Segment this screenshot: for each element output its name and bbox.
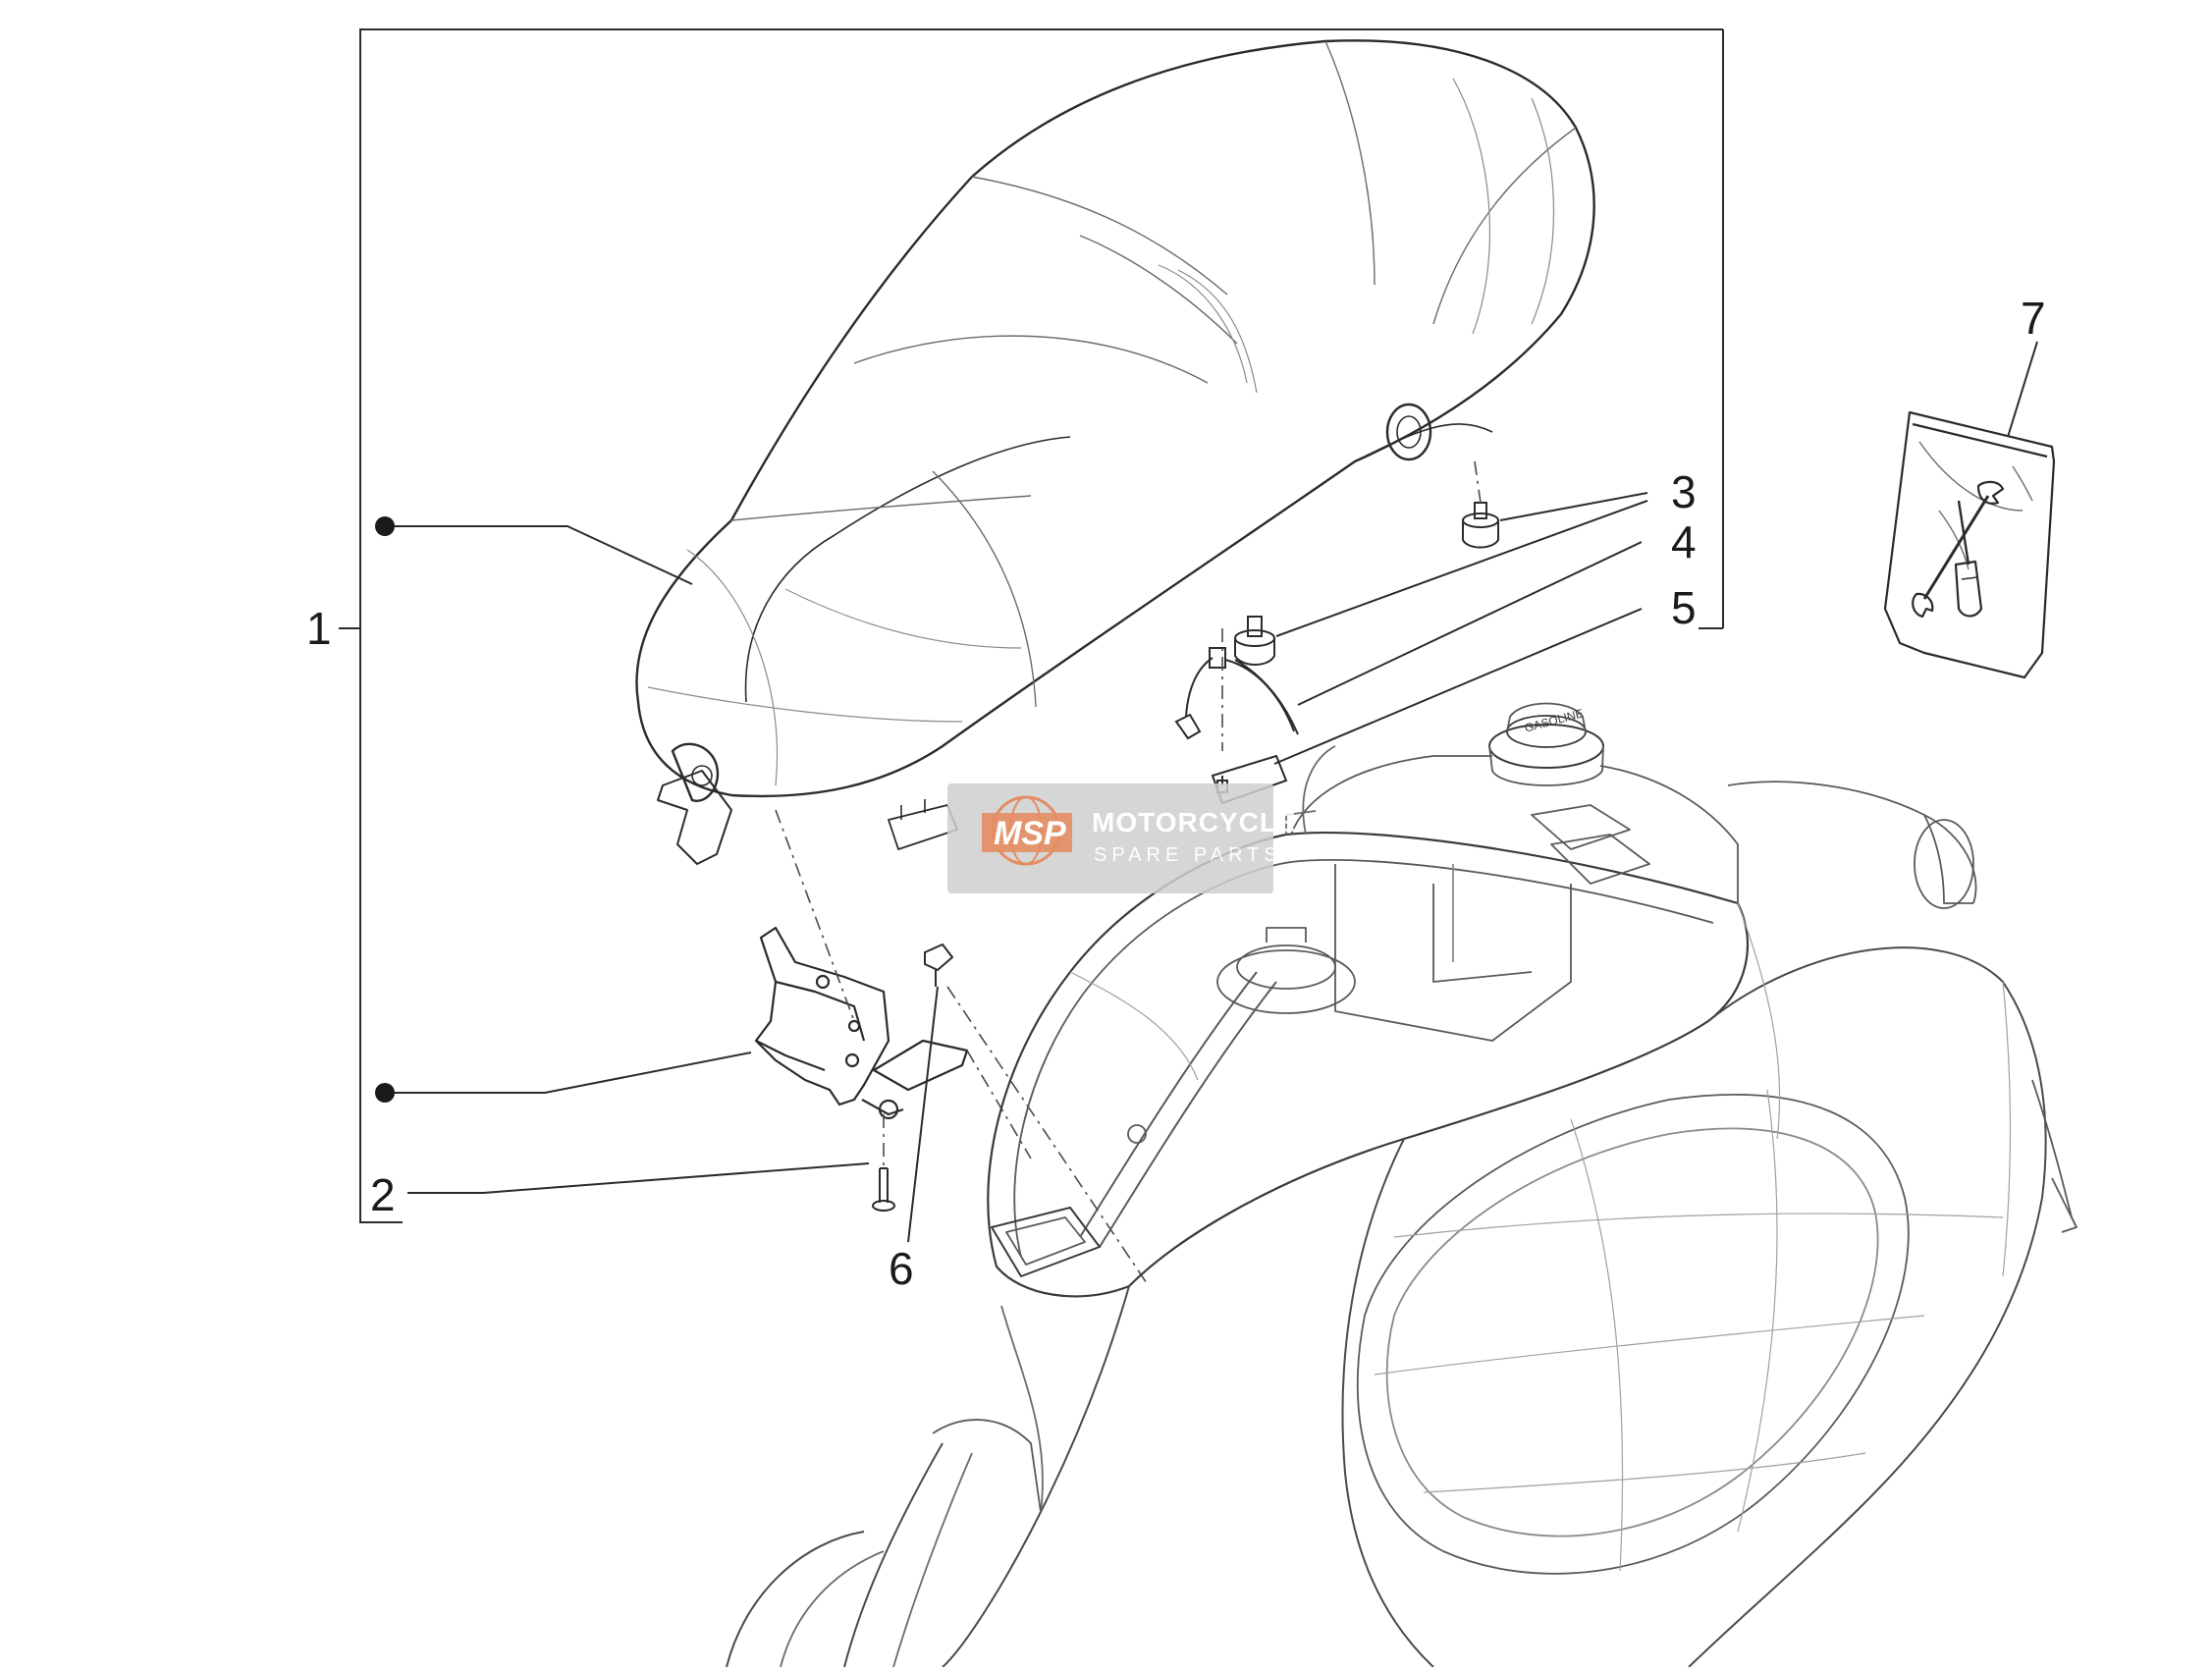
rubber-buffer-front	[1234, 616, 1275, 666]
seat-hinge	[754, 926, 969, 1120]
tool-kit-bag	[1883, 410, 2056, 679]
seat	[635, 39, 1595, 865]
callout-5: 5	[1671, 582, 1697, 633]
callout-4: 4	[1671, 516, 1697, 567]
watermark-subtitle: SPARE PARTS	[1094, 844, 1282, 866]
scooter-body: GASOLINE	[726, 702, 2077, 1668]
bullet-dot-hinge	[375, 1083, 395, 1103]
watermark: MSP MOTORCYCLE SPARE PARTS	[947, 783, 1297, 893]
watermark-logo-plate	[982, 813, 1072, 852]
screw-item-2	[872, 1167, 895, 1212]
callout-7: 7	[2021, 293, 2046, 344]
bolt-item-6	[924, 943, 954, 987]
assembly-lines	[775, 460, 1482, 1287]
watermark-logo: MSP	[994, 815, 1066, 852]
callout-3: 3	[1671, 466, 1697, 517]
callout-6: 6	[889, 1243, 914, 1294]
callout-2: 2	[370, 1169, 396, 1220]
fuel-cap-label: GASOLINE	[1523, 706, 1585, 734]
seat-strap	[1174, 647, 1299, 740]
leader-lines	[385, 341, 2038, 1243]
group-bracket	[339, 28, 1724, 1223]
callout-1: 1	[306, 603, 332, 654]
rubber-buffer-rear	[1462, 502, 1499, 549]
bullet-dot-seat	[375, 516, 395, 536]
watermark-title: MOTORCYCLE	[1092, 807, 1297, 837]
